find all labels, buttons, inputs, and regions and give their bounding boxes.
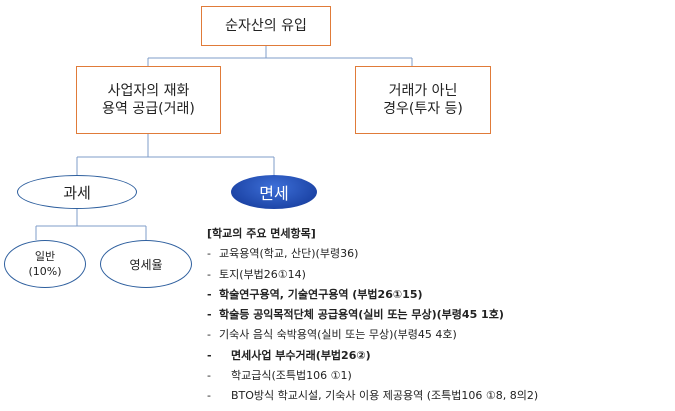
list-dash: - — [207, 267, 211, 281]
exempt-label: 면세 — [259, 184, 289, 203]
exempt-items-list: [학교의 주요 면세항목] - 교육용역(학교, 산단)(부령36) - 토지(… — [207, 224, 667, 407]
list-item: - 면세사업 부수거래(부법26②) — [207, 346, 667, 366]
root-label: 순자산의 유입 — [225, 18, 307, 34]
list-dash: - — [207, 369, 211, 383]
business-supply-line1: 사업자의 재화 — [107, 83, 190, 99]
list-dash: - — [207, 247, 211, 261]
list-dash: - — [207, 328, 211, 342]
list-item-text: 교육용역(학교, 산단)(부령36) — [219, 247, 359, 261]
non-transaction-box: 거래가 아닌 경우(투자 등) — [355, 66, 491, 134]
list-item-text: 기숙사 음식 숙박용역(실비 또는 무상)(부령45 4호) — [219, 328, 457, 342]
list-item-text: 학술연구용역, 기술연구용역 (부법26①15) — [219, 287, 423, 301]
business-supply-box: 사업자의 재화 용역 공급(거래) — [76, 66, 221, 134]
general-rate-line2: (10%) — [28, 265, 62, 278]
list-item-text: 면세사업 부수거래(부법26②) — [231, 348, 371, 362]
general-rate-line1: 일반 — [34, 250, 56, 263]
list-item-text: 학술등 공익목적단체 공급용역(실비 또는 무상)(부령45 1호) — [219, 308, 504, 322]
exempt-list-title: [학교의 주요 면세항목] — [207, 227, 316, 240]
list-dash: - — [207, 308, 212, 322]
taxable-oval: 과세 — [17, 175, 137, 209]
list-item-text: 토지(부법26①14) — [219, 267, 306, 281]
exempt-oval: 면세 — [231, 175, 317, 209]
list-item: - 토지(부법26①14) — [207, 265, 667, 285]
list-item-text: BTO방식 학교시설, 기숙사 이용 제공용역 (조특법106 ①8, 8의2) — [231, 389, 539, 403]
general-rate-oval: 일반 (10%) — [4, 240, 86, 288]
list-dash: - — [207, 348, 212, 362]
list-item: - BTO방식 학교시설, 기숙사 이용 제공용역 (조특법106 ①8, 8의… — [207, 386, 667, 406]
list-item: - 학술등 공익목적단체 공급용역(실비 또는 무상)(부령45 1호) — [207, 305, 667, 325]
zero-rate-label: 영세율 — [129, 257, 163, 272]
list-dash: - — [207, 389, 211, 403]
taxable-label: 과세 — [63, 183, 91, 202]
list-item: - 교육용역(학교, 산단)(부령36) — [207, 244, 667, 264]
business-supply-line2: 용역 공급(거래) — [102, 101, 195, 117]
list-item: - 학술연구용역, 기술연구용역 (부법26①15) — [207, 285, 667, 305]
list-dash: - — [207, 287, 212, 301]
list-item: - 기숙사 음식 숙박용역(실비 또는 무상)(부령45 4호) — [207, 325, 667, 345]
root-box: 순자산의 유입 — [201, 6, 331, 46]
non-transaction-line1: 거래가 아닌 — [388, 83, 458, 99]
list-item-text: 학교급식(조특법106 ①1) — [231, 369, 352, 383]
list-item: - 학교급식(조특법106 ①1) — [207, 366, 667, 386]
non-transaction-line2: 경우(투자 등) — [383, 101, 463, 117]
zero-rate-oval: 영세율 — [100, 240, 192, 288]
